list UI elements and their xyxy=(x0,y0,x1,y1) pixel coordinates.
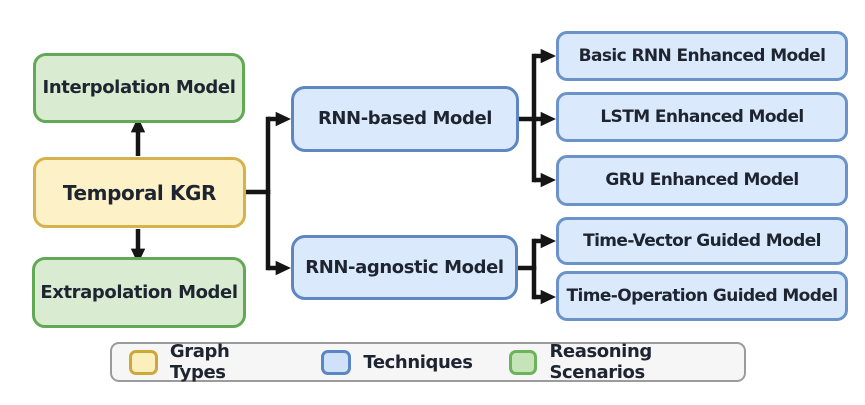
node-temporal-kgr: Temporal KGR xyxy=(33,157,246,228)
node-gru-enhanced-model: GRU Enhanced Model xyxy=(556,155,848,206)
legend-label: Graph Types xyxy=(169,341,230,383)
node-time-operation-guided-model: Time-Operation Guided Model xyxy=(556,271,848,321)
node-extrapolation-model: Extrapolation Model xyxy=(32,257,246,328)
node-interpolation-model: Interpolation Model xyxy=(33,53,245,123)
legend-label: Reasoning Scenarios xyxy=(549,341,652,383)
legend-item-graph-types: Graph Types xyxy=(129,341,285,383)
graph-types-swatch xyxy=(129,349,158,375)
legend-label: Techniques xyxy=(363,351,473,373)
node-rnn-based-model: RNN-based Model xyxy=(291,86,519,152)
legend-item-techniques: Techniques xyxy=(321,349,473,375)
node-time-vector-guided-model: Time-Vector Guided Model xyxy=(556,217,848,265)
techniques-swatch xyxy=(321,349,352,375)
node-lstm-enhanced-model: LSTM Enhanced Model xyxy=(556,92,848,142)
legend: Graph Types Techniques Reasoning Scenari… xyxy=(110,341,746,383)
node-basic-rnn-enhanced-model: Basic RNN Enhanced Model xyxy=(556,31,848,81)
legend-item-reasoning-scenarios: Reasoning Scenarios xyxy=(508,341,744,383)
reasoning-scenarios-swatch xyxy=(508,349,538,375)
node-rnn-agnostic-model: RNN-agnostic Model xyxy=(291,235,518,300)
